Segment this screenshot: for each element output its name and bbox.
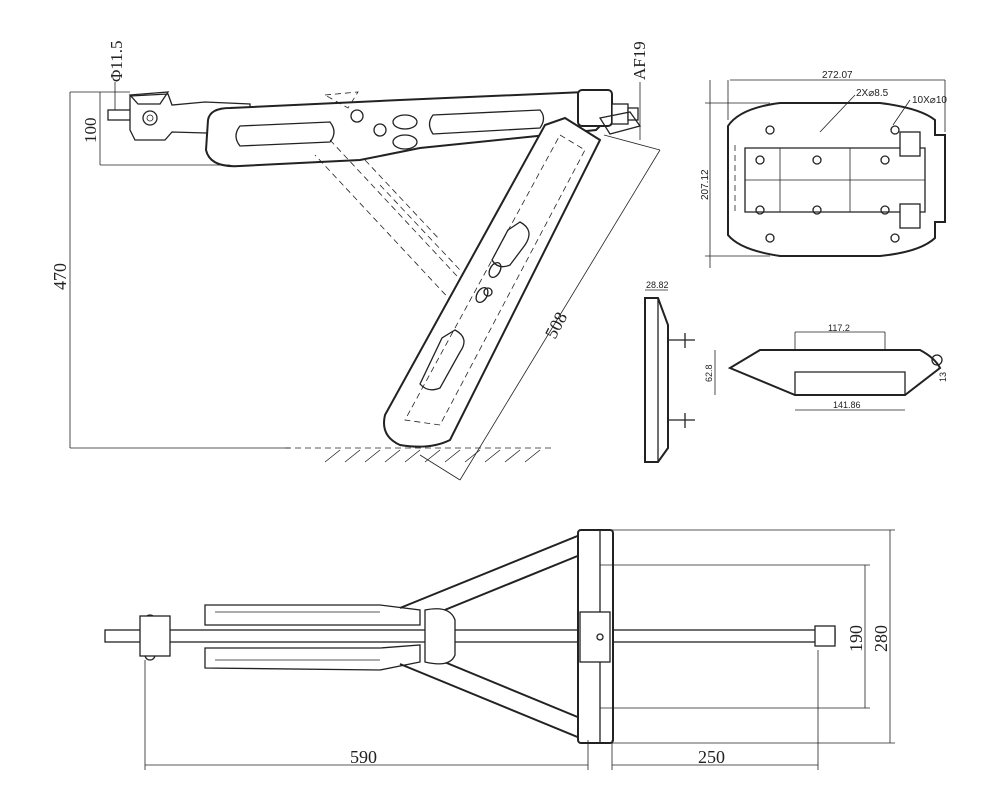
dim-470-label: 470 — [50, 263, 70, 290]
dim-190-label: 190 — [846, 625, 866, 652]
dim-lines-side — [69, 82, 661, 481]
dim-dia-label: Φ11.5 — [107, 40, 126, 82]
foot-front-view: 117.2 62.8 141.86 13 — [704, 323, 948, 411]
dim-af-label: AF19 — [630, 41, 649, 80]
end-nut — [577, 89, 639, 127]
dim-bottom-len-label: 141.86 — [833, 400, 861, 410]
dim-edge-label: 13 — [938, 372, 948, 382]
dim-100-label: 100 — [81, 118, 100, 144]
foot-side-view: 28.82 — [644, 280, 695, 463]
dim-508-label: 508 — [541, 309, 571, 342]
ground-line — [70, 447, 555, 463]
dim-207-label: 207.12 — [700, 169, 711, 200]
dim-280-label: 280 — [871, 625, 891, 652]
dim-height-label: 62.8 — [704, 364, 714, 382]
dim-holes-a-label: 2X⌀8.5 — [856, 88, 889, 99]
stowed-leg-dashed — [314, 139, 471, 306]
foot-top-view: 272.07 207.12 2X⌀8.5 10X⌀10 — [700, 70, 947, 268]
dim-top-len-label: 117.2 — [828, 323, 850, 333]
plan-view: 590 250 190 280 — [104, 529, 895, 770]
side-view: Φ11.5 AF19 100 470 508 — [50, 40, 661, 481]
dim-holes-b-label: 10X⌀10 — [912, 95, 947, 106]
dim-590-label: 590 — [350, 747, 377, 767]
support-leg — [383, 111, 642, 448]
dim-thickness-label: 28.82 — [646, 280, 669, 290]
dim-250-label: 250 — [698, 747, 725, 767]
dim-272-label: 272.07 — [822, 70, 853, 81]
